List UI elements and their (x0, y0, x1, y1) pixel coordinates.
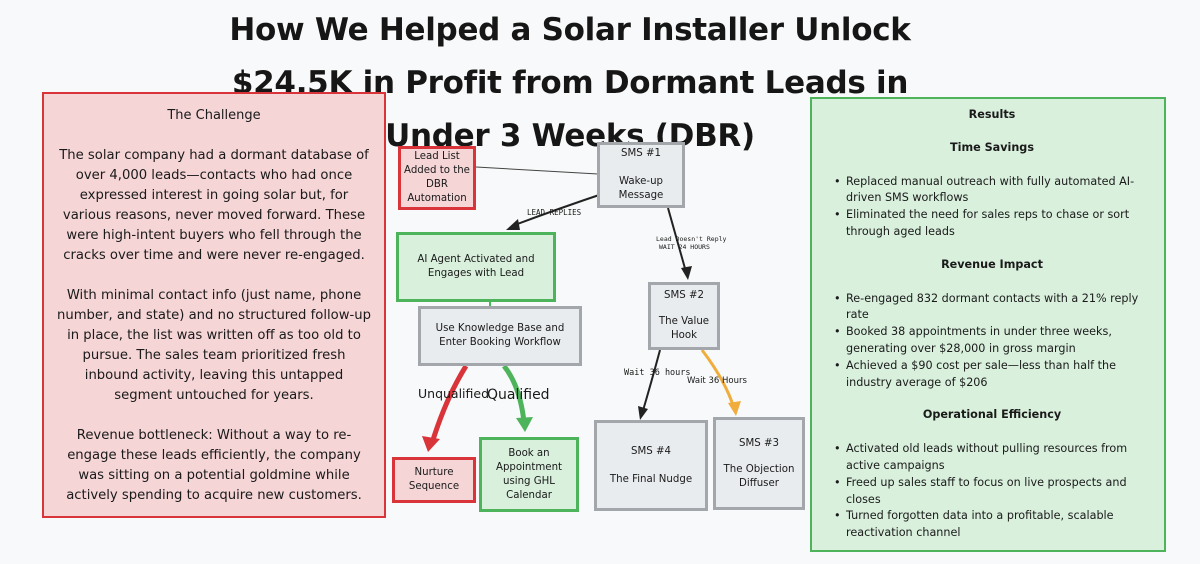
sms4-title: SMS #4 (631, 445, 671, 457)
unqualified-label: Unqualified (418, 386, 490, 401)
challenge-paragraph-3: Revenue bottleneck: Without a way to re-… (66, 428, 362, 503)
lead-list-box: Lead List Added to the DBR Automation (398, 146, 476, 210)
arrowhead-sms2-sms3 (728, 401, 741, 416)
lead-replies-label: LEAD REPLIES (527, 208, 582, 217)
arrowhead-sms2-sms4 (638, 406, 648, 420)
wait-36-hours-label-2: Wait 36 Hours (687, 376, 747, 386)
sms2-title: SMS #2 (664, 290, 704, 301)
ai-agent-label: AI Agent Activated and Engages with Lead (417, 254, 535, 279)
page-title: How We Helped a Solar Installer Unlock $… (180, 4, 960, 163)
arrow-qualified (502, 364, 527, 423)
list-item: Freed up sales staff to focus on live pr… (834, 475, 1150, 509)
list-item: Turned forgotten data into a profitable,… (834, 508, 1150, 542)
challenge-paragraph-1: The solar company had a dormant database… (59, 148, 369, 263)
results-list-time: Replaced manual outreach with fully auto… (834, 174, 1150, 241)
sms3-box: SMS #3 The Objection Diffuser (713, 417, 805, 510)
wait-24-label: WAIT 24 HOURS (659, 243, 710, 251)
book-appointment-box: Book an Appointment using GHL Calendar (479, 437, 579, 512)
arrow-sms2-sms4 (641, 349, 661, 415)
nurture-sequence-box: Nurture Sequence (392, 457, 476, 503)
nurture-sequence-label: Nurture Sequence (408, 467, 460, 492)
arrowhead-sms1-ai (506, 219, 520, 230)
sms2-box: SMS #2 The Value Hook (648, 282, 720, 350)
list-item: Activated old leads without pulling reso… (834, 441, 1150, 475)
arrow-sms1-sms2 (667, 207, 687, 273)
arrowhead-qualified (516, 417, 533, 432)
sms1-subtitle: Wake-up Message (618, 176, 664, 201)
results-list-revenue: Re-engaged 832 dormant contacts with a 2… (834, 291, 1150, 392)
challenge-paragraph-2: With minimal contact info (just name, ph… (56, 288, 371, 403)
list-item: Achieved a $90 cost per sale—less than h… (834, 358, 1150, 392)
no-reply-label: Lead Doesn't Reply (656, 235, 727, 243)
challenge-heading: The Challenge (167, 108, 261, 123)
results-heading: Results (968, 108, 1016, 121)
arrowhead-unqualified (422, 436, 440, 452)
sms3-subtitle: The Objection Diffuser (723, 463, 795, 489)
ai-agent-box: AI Agent Activated and Engages with Lead (396, 232, 556, 302)
knowledge-base-box: Use Knowledge Base and Enter Booking Wor… (418, 306, 582, 366)
sms4-subtitle: The Final Nudge (609, 473, 693, 485)
lead-list-label: Lead List Added to the DBR Automation (404, 151, 470, 204)
sms1-box: SMS #1 Wake-up Message (597, 142, 685, 208)
list-item: Re-engaged 832 dormant contacts with a 2… (834, 291, 1150, 325)
qualified-label: Qualified (487, 387, 550, 403)
list-item: Replaced manual outreach with fully auto… (834, 174, 1150, 208)
results-section-title-operational: Operational Efficiency (922, 408, 1062, 422)
title-line-1: How We Helped a Solar Installer Unlock (229, 12, 911, 48)
arrowhead-sms1-sms2 (681, 266, 692, 280)
arrow-leadlist-sms1 (475, 166, 599, 175)
arrow-unqualified (429, 364, 469, 444)
book-appointment-label: Book an Appointment using GHL Calendar (495, 447, 563, 501)
challenge-panel: The Challenge The solar company had a do… (42, 92, 386, 518)
results-list-operational: Activated old leads without pulling reso… (834, 441, 1150, 542)
knowledge-base-label: Use Knowledge Base and Enter Booking Wor… (435, 323, 565, 348)
sms2-subtitle: The Value Hook (658, 316, 710, 341)
wait-36-hours-label: Wait 36 hours (624, 368, 691, 378)
sms3-title: SMS #3 (739, 437, 779, 449)
results-section-title-revenue: Revenue Impact (941, 257, 1043, 271)
results-section-title-time: Time Savings (950, 140, 1034, 154)
results-panel: Results Time Savings Replaced manual out… (810, 97, 1166, 552)
sms1-title: SMS #1 (621, 148, 661, 159)
sms4-box: SMS #4 The Final Nudge (594, 420, 708, 511)
list-item: Eliminated the need for sales reps to ch… (834, 207, 1150, 241)
list-item: Booked 38 appointments in under three we… (834, 324, 1150, 358)
